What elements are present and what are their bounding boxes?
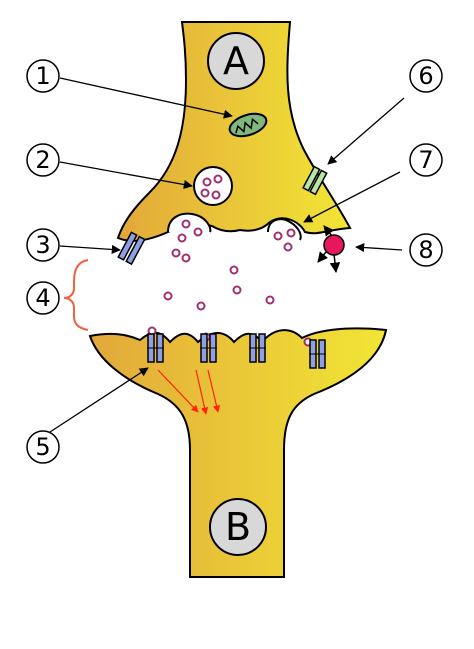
receptor-3: [249, 333, 266, 363]
callout-7: 7: [409, 143, 443, 177]
callout-3: 3: [26, 228, 60, 262]
callout-6: 6: [409, 59, 443, 93]
postsynaptic-neuron-b: [88, 327, 388, 578]
receptor-2: [200, 333, 217, 363]
receptor-1: [147, 333, 164, 363]
callout-5-label: 5: [35, 433, 50, 461]
signal-arrows: [157, 369, 221, 415]
callout-8: 8: [409, 233, 443, 267]
synaptic-cleft-brace: [63, 259, 89, 331]
synaptic-vesicle: [193, 166, 233, 206]
callout-1-label: 1: [35, 62, 50, 90]
fusing-vesicle-left: [167, 212, 212, 258]
callout-7-label: 7: [418, 146, 433, 174]
callout-3-label: 3: [35, 231, 50, 259]
callout-5: 5: [26, 430, 60, 464]
callout-6-label: 6: [418, 62, 433, 90]
neuron-b-label: B: [225, 505, 251, 549]
mitochondrion-icon: [228, 112, 268, 138]
postsynaptic-receptors: [147, 333, 326, 369]
neuron-b-badge: [209, 498, 267, 556]
neuron-a-badge: [207, 32, 265, 90]
degrading-enzyme: [317, 225, 345, 274]
callout-leaders: [49, 77, 405, 433]
callout-8-label: 8: [418, 236, 433, 264]
callout-4-label: 4: [35, 284, 50, 312]
callout-2-label: 2: [35, 146, 50, 174]
receptor-4: [309, 339, 326, 369]
callout-4: 4: [26, 281, 60, 315]
callout-1: 1: [26, 59, 60, 93]
autoreceptor: [117, 231, 146, 266]
fusing-vesicle-right: [267, 218, 302, 252]
neuron-a-label: A: [223, 39, 249, 83]
callout-2: 2: [26, 143, 60, 177]
reuptake-transporter: [302, 165, 328, 196]
